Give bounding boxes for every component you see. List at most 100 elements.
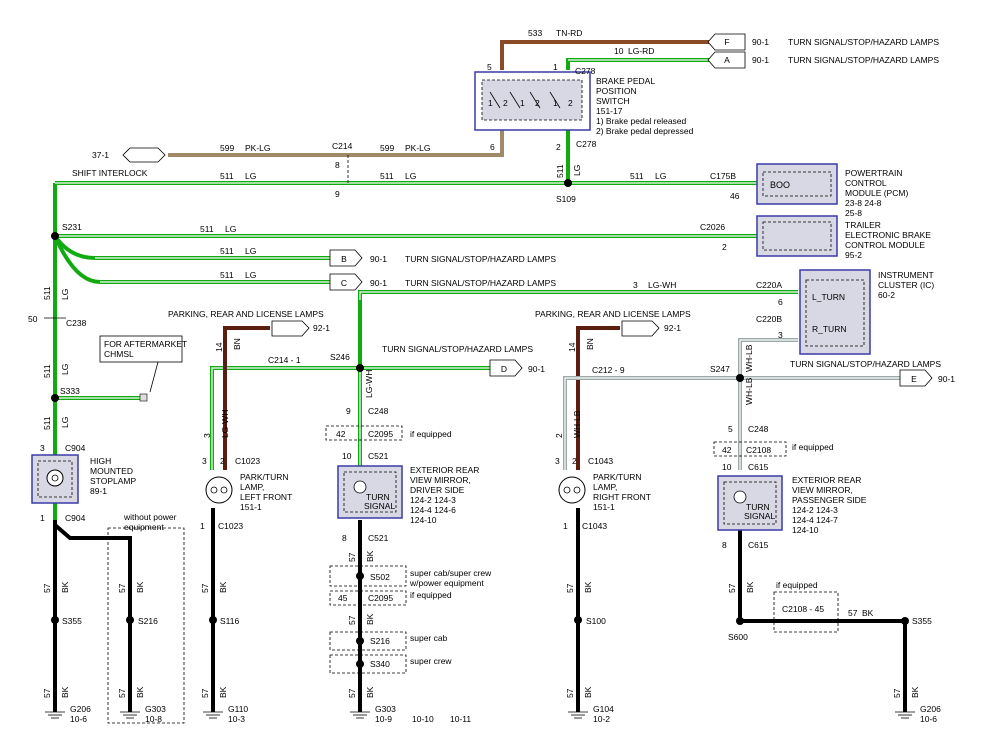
svg-text:LEFT FRONT: LEFT FRONT (240, 492, 292, 502)
svg-text:BK: BK (365, 613, 375, 625)
svg-text:EXTERIOR REAR: EXTERIOR REAR (410, 465, 479, 475)
svg-text:LAMP,: LAMP, (593, 482, 617, 492)
pcm-pin: BOO (770, 180, 790, 190)
svg-text:511: 511 (42, 286, 52, 300)
svg-text:MOUNTED: MOUNTED (90, 466, 133, 476)
svg-text:CHMSL: CHMSL (104, 349, 134, 359)
trailer-module: C2026 2 TRAILER ELECTRONIC BRAKE CONTROL… (700, 215, 931, 260)
svg-text:511: 511 (220, 246, 234, 256)
park-lamp-left: 3 2 C1023 PARK/TURN LAMP, LEFT FRONT 151… (200, 456, 292, 531)
svg-text:2) Brake pedal depressed: 2) Brake pedal depressed (596, 126, 694, 136)
driver-mirror-branch: S246 9 C248 42 C2095 if equipped 10 C521… (325, 352, 492, 674)
svg-text:1: 1 (40, 513, 45, 523)
svg-text:57: 57 (117, 583, 127, 593)
svg-text:124-2 124-3: 124-2 124-3 (410, 495, 456, 505)
ref-d-label: TURN SIGNAL/STOP/HAZARD LAMPS (382, 344, 533, 354)
svg-text:BK: BK (910, 686, 920, 698)
svg-text:C2108: C2108 (746, 445, 771, 455)
svg-text:57: 57 (347, 688, 357, 698)
svg-text:2: 2 (556, 142, 561, 152)
svg-text:MODULE (PCM): MODULE (PCM) (845, 188, 908, 198)
svg-text:57: 57 (565, 583, 575, 593)
svg-text:FOR AFTERMARKET: FOR AFTERMARKET (104, 339, 187, 349)
svg-text:511: 511 (630, 171, 644, 181)
svg-text:C2026: C2026 (700, 222, 725, 232)
svg-text:STOPLAMP: STOPLAMP (90, 476, 136, 486)
svg-text:10-10: 10-10 (412, 714, 434, 724)
svg-text:S231: S231 (62, 222, 82, 232)
svg-text:C278: C278 (576, 139, 597, 149)
svg-text:S216: S216 (370, 636, 390, 646)
svg-text:1: 1 (488, 98, 493, 108)
svg-text:C2095: C2095 (368, 429, 393, 439)
ground-icon (45, 711, 65, 719)
ref-shift-label: SHIFT INTERLOCK (72, 168, 148, 178)
svg-text:LG-RD: LG-RD (628, 46, 654, 56)
svg-text:1) Brake pedal released: 1) Brake pedal released (596, 116, 687, 126)
svg-text:LAMP,: LAMP, (240, 482, 264, 492)
svg-text:9: 9 (346, 406, 351, 416)
svg-text:124-10: 124-10 (410, 515, 437, 525)
svg-text:C214: C214 (332, 141, 353, 151)
svg-text:C175B: C175B (710, 171, 736, 181)
svg-text:511: 511 (42, 416, 52, 430)
svg-text:599: 599 (220, 143, 234, 153)
svg-text:9: 9 (335, 189, 340, 199)
svg-text:EXTERIOR REAR: EXTERIOR REAR (792, 475, 861, 485)
svg-text:CONTROL MODULE: CONTROL MODULE (845, 240, 925, 250)
ref-e-page: 90-1 (938, 374, 955, 384)
svg-text:C220B: C220B (756, 314, 782, 324)
svg-text:PASSENGER SIDE: PASSENGER SIDE (792, 495, 867, 505)
svg-text:10: 10 (722, 462, 732, 472)
svg-text:SIGNAL: SIGNAL (744, 511, 775, 521)
ref-f-label: TURN SIGNAL/STOP/HAZARD LAMPS (788, 37, 939, 47)
svg-text:60-2: 60-2 (878, 290, 895, 300)
svg-text:C212 - 9: C212 - 9 (592, 365, 625, 375)
svg-text:42: 42 (722, 445, 732, 455)
instrument-cluster: L_TURN R_TURN C220A 6 C220B 3 INSTRUMENT… (756, 269, 934, 355)
svg-text:S116: S116 (220, 616, 239, 626)
svg-text:151-17: 151-17 (596, 106, 623, 116)
ref-park-right-page: 92-1 (664, 323, 681, 333)
svg-text:PARK/TURN: PARK/TURN (240, 472, 289, 482)
svg-text:57: 57 (200, 583, 210, 593)
svg-text:46: 46 (730, 191, 740, 201)
svg-text:BK: BK (60, 581, 70, 593)
svg-text:8: 8 (342, 533, 347, 543)
svg-text:124-4 124-7: 124-4 124-7 (792, 515, 838, 525)
svg-text:57: 57 (848, 608, 858, 618)
svg-text:S246: S246 (330, 352, 350, 362)
svg-text:LG: LG (225, 224, 236, 234)
svg-text:BK: BK (365, 686, 375, 698)
svg-text:8: 8 (722, 540, 727, 550)
ref-b-letter: B (341, 254, 347, 264)
svg-text:6: 6 (490, 142, 495, 152)
svg-text:LG: LG (245, 270, 256, 280)
svg-text:C2095: C2095 (368, 593, 393, 603)
svg-text:G206: G206 (70, 704, 91, 714)
svg-text:G206: G206 (920, 704, 941, 714)
svg-text:3: 3 (778, 330, 783, 340)
svg-text:VIEW MIRROR,: VIEW MIRROR, (792, 485, 853, 495)
svg-text:10-8: 10-8 (145, 714, 162, 724)
ground-icon (120, 711, 140, 719)
svg-text:151-1: 151-1 (240, 502, 262, 512)
svg-text:G303: G303 (375, 704, 396, 714)
svg-text:2: 2 (503, 98, 508, 108)
svg-text:C904: C904 (65, 443, 86, 453)
ref-d-page: 90-1 (528, 364, 545, 374)
ref-tags: F 90-1 TURN SIGNAL/STOP/HAZARD LAMPS A 9… (72, 33, 955, 387)
park-lamp-right: 3 2 C1043 PARK/TURN LAMP, RIGHT FRONT 15… (555, 456, 651, 531)
ref-park-left-label: PARKING, REAR AND LICENSE LAMPS (168, 309, 324, 319)
svg-text:equipment: equipment (124, 522, 164, 532)
svg-text:511: 511 (42, 364, 52, 378)
svg-text:1: 1 (553, 98, 558, 108)
svg-text:RIGHT FRONT: RIGHT FRONT (593, 492, 651, 502)
svg-text:124-4 124-6: 124-4 124-6 (410, 505, 456, 515)
svg-text:10-6: 10-6 (920, 714, 937, 724)
svg-text:if equipped: if equipped (792, 442, 834, 452)
svg-text:TN-RD: TN-RD (556, 28, 582, 38)
svg-text:57: 57 (347, 552, 357, 562)
svg-text:ELECTRONIC BRAKE: ELECTRONIC BRAKE (845, 230, 931, 240)
svg-text:C1023: C1023 (218, 521, 243, 531)
